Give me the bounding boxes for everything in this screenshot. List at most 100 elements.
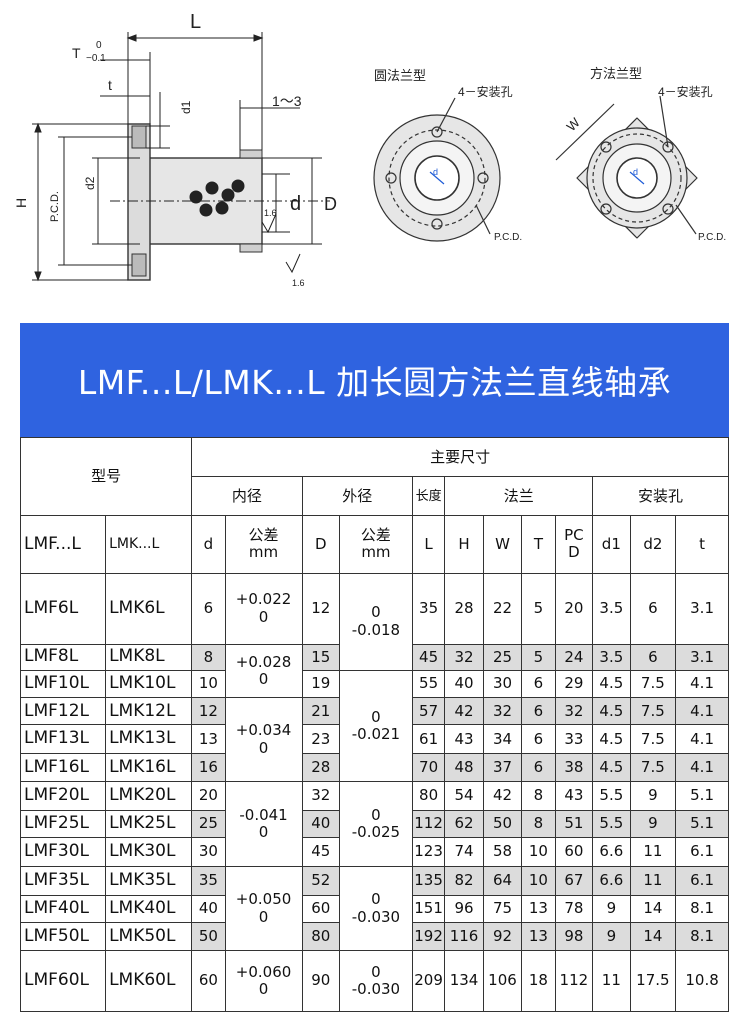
- table-row: LMF16L LMK16L 16 28 70 48 37 6 38 4.5 7.…: [19, 752, 729, 783]
- cell-D: 23: [301, 724, 340, 754]
- cell-W: 34: [482, 724, 523, 754]
- cell-H: 54: [444, 781, 484, 811]
- cell-lmk: LMK8L: [105, 643, 193, 671]
- cell-H: 82: [444, 866, 484, 896]
- cell-T: 18: [521, 950, 556, 1012]
- cell-pcd: 51: [554, 809, 594, 838]
- outer-tol-upper: 0: [371, 805, 381, 824]
- cell-D: 80: [301, 921, 340, 952]
- round-holes: 4－安装孔: [458, 84, 513, 99]
- inner-tol-upper: -0.041: [239, 805, 288, 824]
- cell-outer-tol: 0-0.030: [338, 950, 413, 1012]
- cell-d2: 7.5: [629, 724, 677, 754]
- cell-D: 28: [301, 752, 340, 783]
- cell-T: 13: [521, 921, 556, 952]
- col-D: D: [301, 514, 340, 574]
- cell-T: 8: [521, 809, 556, 838]
- label-L: L: [190, 11, 201, 33]
- label-H: H: [13, 198, 29, 208]
- cell-L: 209: [411, 950, 446, 1012]
- round-pcd: P.C.D.: [494, 232, 522, 243]
- cell-W: 75: [482, 894, 523, 923]
- label-d1: d1: [179, 100, 193, 114]
- cell-d2: 14: [629, 921, 677, 952]
- outer-tol-lower: -0.030: [351, 907, 401, 926]
- table-row: LMF13L LMK13L 13 23 61 43 34 6 33 4.5 7.…: [19, 724, 729, 754]
- cell-D: 15: [301, 643, 340, 671]
- round-flange-view: [373, 97, 501, 242]
- outer-tol-lower: -0.030: [351, 980, 401, 999]
- cell-d: 50: [191, 921, 226, 952]
- cell-pcd: 32: [554, 697, 594, 726]
- outer-tol-upper: 0: [371, 962, 381, 981]
- cell-D: 19: [301, 669, 340, 699]
- cell-H: 96: [444, 894, 484, 923]
- cell-D: 12: [301, 572, 340, 645]
- cell-lmf: LMF13L: [19, 724, 107, 754]
- cell-L: 70: [411, 752, 446, 783]
- table-row: LMF50L LMK50L 50 80 192 116 92 13 98 9 1…: [19, 921, 729, 952]
- cell-H: 48: [444, 752, 484, 783]
- cell-H: 28: [444, 572, 484, 645]
- cell-L: 192: [411, 921, 446, 952]
- cell-d1: 6.6: [592, 836, 631, 868]
- cell-lmk: LMK20L: [105, 781, 193, 811]
- outer-tol-lower: -0.025: [351, 823, 401, 842]
- cell-lmk: LMK10L: [105, 669, 193, 699]
- cell-T: 6: [521, 669, 556, 699]
- inner-tol-lower: 0: [258, 980, 269, 999]
- label-D: D: [324, 194, 337, 214]
- cell-H: 32: [444, 643, 484, 671]
- cell-H: 62: [444, 809, 484, 838]
- cell-lmk: LMK35L: [105, 866, 193, 896]
- inner-tol-upper: +0.034: [235, 721, 292, 740]
- cell-lmk: LMK30L: [105, 836, 193, 868]
- cell-W: 25: [482, 643, 523, 671]
- cell-lmf: LMF12L: [19, 697, 107, 726]
- cell-d: 8: [191, 643, 226, 671]
- col-d: d: [191, 514, 226, 574]
- cell-lmf: LMF10L: [19, 669, 107, 699]
- table-row: LMF40L LMK40L 40 60 151 96 75 13 78 9 14…: [19, 894, 729, 923]
- cell-d2: 7.5: [629, 669, 677, 699]
- inner-tol-lower: 0: [258, 907, 269, 926]
- cell-lmk: LMK12L: [105, 697, 193, 726]
- cell-W: 22: [482, 572, 523, 645]
- header-mount: 安装孔: [592, 476, 729, 516]
- cell-d: 40: [191, 894, 226, 923]
- col-H: H: [444, 514, 484, 574]
- square-d: d: [633, 167, 638, 177]
- cell-pcd: 38: [554, 752, 594, 783]
- cell-W: 50: [482, 809, 523, 838]
- cell-pcd: 43: [554, 781, 594, 811]
- label-rough2: 1.6: [292, 278, 305, 288]
- cell-W: 58: [482, 836, 523, 868]
- header-flange: 法兰: [444, 476, 594, 516]
- cell-H: 116: [444, 921, 484, 952]
- label-T-lower: −0.1: [86, 53, 106, 64]
- cell-d1: 3.5: [592, 643, 631, 671]
- inner-tol-lower: 0: [258, 823, 269, 842]
- title-banner: LMF...L/LMK...L 加长圆方法兰直线轴承: [20, 323, 729, 437]
- cell-t: 4.1: [675, 724, 729, 754]
- cell-L: 35: [411, 572, 446, 645]
- cell-pcd: 33: [554, 724, 594, 754]
- cell-d1: 11: [592, 950, 631, 1012]
- side-view: [32, 32, 330, 282]
- cell-pcd: 98: [554, 921, 594, 952]
- cell-d1: 9: [592, 921, 631, 952]
- cell-t: 8.1: [675, 921, 729, 952]
- cell-t: 4.1: [675, 752, 729, 783]
- cell-pcd: 112: [554, 950, 594, 1012]
- col-pcd-1: PC: [564, 526, 584, 545]
- cell-d1: 6.6: [592, 866, 631, 896]
- cell-T: 6: [521, 724, 556, 754]
